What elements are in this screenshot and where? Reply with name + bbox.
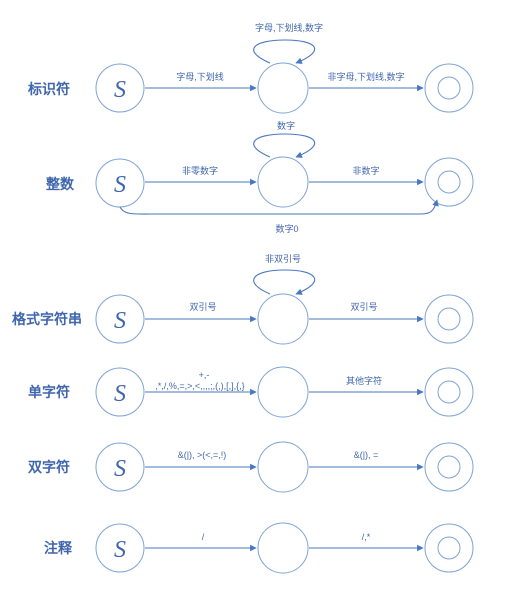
middle-state bbox=[257, 366, 309, 418]
row-identifier: 标识符 S 字母,下划线 非字母,下划线,数字 字母,下划线,数字 bbox=[27, 22, 474, 114]
transition-edge-1-label: ,*,/,%,=,>,<,,,,;,(,),[,],{,} bbox=[155, 381, 244, 391]
row-comment: 注释 S / /,* bbox=[44, 522, 474, 574]
middle-state bbox=[257, 522, 309, 574]
transition-edge-1-label: &(|), >(<,=,!) bbox=[178, 450, 227, 460]
transition-edge-1-label-top: +,- bbox=[199, 370, 210, 380]
self-loop-edge bbox=[253, 269, 316, 295]
final-state-inner-ring bbox=[437, 170, 461, 194]
transition-edge-1-label: / bbox=[202, 532, 205, 542]
final-state-inner-ring bbox=[437, 455, 461, 479]
self-loop-label: 字母,下划线,数字 bbox=[255, 22, 323, 33]
start-state-symbol: S bbox=[114, 308, 126, 334]
transition-edge-2-label: &(|), = bbox=[354, 450, 379, 460]
start-state bbox=[95, 367, 145, 417]
self-loop-edge bbox=[253, 39, 316, 64]
start-state-symbol: S bbox=[114, 77, 126, 103]
row-integer: 整数 S 非零数字 非数字 数字 数字0 bbox=[45, 120, 474, 234]
transition-edge-2-label: 其他字符 bbox=[346, 375, 382, 386]
start-state-symbol: S bbox=[114, 381, 126, 407]
bypass-edge-label: 数字0 bbox=[275, 223, 298, 234]
transition-edge-1-label: 双引号 bbox=[189, 302, 216, 312]
transition-edge-2-label: /,* bbox=[362, 532, 371, 542]
start-state-symbol: S bbox=[114, 456, 126, 482]
middle-state bbox=[257, 293, 309, 345]
self-loop-label: 数字 bbox=[277, 120, 295, 131]
transition-edge-1-label: 非零数字 bbox=[182, 165, 218, 176]
start-state-symbol: S bbox=[114, 172, 126, 198]
transition-edge-2-label: 非数字 bbox=[352, 165, 379, 176]
row-label: 注释 bbox=[44, 540, 73, 556]
final-state-inner-ring bbox=[437, 380, 461, 404]
start-state bbox=[95, 294, 145, 344]
start-state bbox=[95, 442, 145, 492]
middle-state bbox=[257, 62, 309, 114]
row-label: 标识符 bbox=[27, 81, 70, 97]
transition-edge-2-label: 非字母,下划线,数字 bbox=[327, 71, 404, 82]
bypass-edge bbox=[119, 199, 439, 215]
row-label: 单字符 bbox=[28, 384, 70, 400]
middle-state bbox=[257, 156, 309, 208]
self-loop-label: 非双引号 bbox=[265, 253, 301, 264]
row-format-string: 格式字符串 S 双引号 双引号 非双引号 bbox=[12, 253, 474, 345]
start-state bbox=[95, 63, 145, 113]
transition-edge-1-label: 字母,下划线 bbox=[176, 71, 224, 82]
row-single-char: 单字符 S +,- ,*,/,%,=,>,<,,,,;,(,),[,],{,} … bbox=[28, 366, 474, 418]
row-label: 整数 bbox=[45, 176, 75, 192]
start-state bbox=[95, 523, 145, 573]
final-state-inner-ring bbox=[437, 307, 461, 331]
middle-state bbox=[257, 441, 309, 493]
row-double-char: 双字符 S &(|), >(<,=,!) &(|), = bbox=[28, 441, 474, 493]
self-loop-edge bbox=[253, 133, 316, 158]
row-label: 双字符 bbox=[28, 459, 70, 475]
final-state-inner-ring bbox=[437, 76, 461, 100]
start-state-symbol: S bbox=[114, 537, 126, 563]
final-state-inner-ring bbox=[437, 536, 461, 560]
transition-edge-2-label: 双引号 bbox=[350, 302, 377, 312]
row-label: 格式字符串 bbox=[12, 311, 82, 327]
